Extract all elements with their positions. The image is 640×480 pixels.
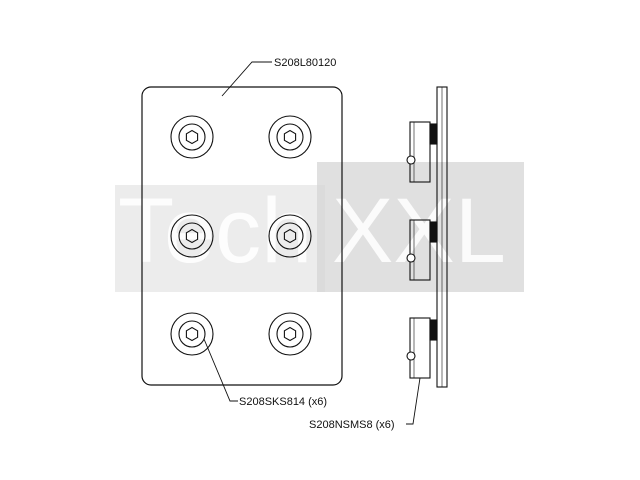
- screw-head-inner: [276, 320, 304, 348]
- screw-head: [268, 115, 312, 159]
- screw-head-inner: [178, 320, 206, 348]
- slot-nut-side: [406, 121, 438, 183]
- watermark-box-right: [317, 162, 524, 292]
- screw-head-outer: [268, 312, 312, 356]
- plate-label: S208L80120: [274, 57, 336, 69]
- spring-ball: [406, 155, 416, 165]
- hex-socket-icon: [283, 228, 297, 244]
- screw-leader: [203, 338, 238, 402]
- watermark-text-xxl: XXL: [332, 180, 506, 282]
- screw-head: [170, 115, 214, 159]
- hex-socket-icon: [283, 326, 297, 342]
- screw-head-side: [429, 221, 438, 243]
- screw-head-inner: [178, 123, 206, 151]
- spring-ball: [406, 351, 416, 361]
- screw-head: [170, 214, 214, 258]
- screw-head-outer: [170, 312, 214, 356]
- screw-head-inner: [276, 123, 304, 151]
- nut-label: S208NSMS8 (x6): [309, 419, 395, 431]
- screw-head: [170, 312, 214, 356]
- screw-head-inner: [276, 222, 304, 250]
- watermark-text-tech: Tech: [118, 180, 312, 282]
- screw-head: [268, 312, 312, 356]
- nut-body: [409, 219, 431, 281]
- watermark: Tech XXL: [115, 162, 524, 292]
- screw-group: [170, 115, 312, 356]
- nut-leader: [406, 377, 421, 425]
- nut-body: [409, 121, 431, 183]
- hex-socket-icon: [185, 326, 199, 342]
- plate-leader: [221, 61, 272, 97]
- slot-nut-side: [406, 317, 438, 379]
- screw-head-inner: [178, 222, 206, 250]
- hex-socket-icon: [185, 228, 199, 244]
- hex-socket-icon: [185, 129, 199, 145]
- plate-front-view: [141, 86, 343, 386]
- screw-head-outer: [268, 115, 312, 159]
- screw-head-side: [429, 319, 438, 341]
- nut-body: [409, 317, 431, 379]
- screw-label: S208SKS814 (x6): [239, 396, 327, 408]
- hex-socket-icon: [283, 129, 297, 145]
- leader-lines: [203, 61, 421, 425]
- slot-nut-side: [406, 219, 438, 281]
- watermark-box-left: [115, 185, 325, 292]
- plate-outline: [141, 86, 343, 386]
- screw-head: [268, 214, 312, 258]
- screw-head-outer: [170, 115, 214, 159]
- screw-head-outer: [268, 214, 312, 258]
- screw-head-outer: [170, 214, 214, 258]
- spring-ball: [406, 253, 416, 263]
- screw-head-side: [429, 123, 438, 145]
